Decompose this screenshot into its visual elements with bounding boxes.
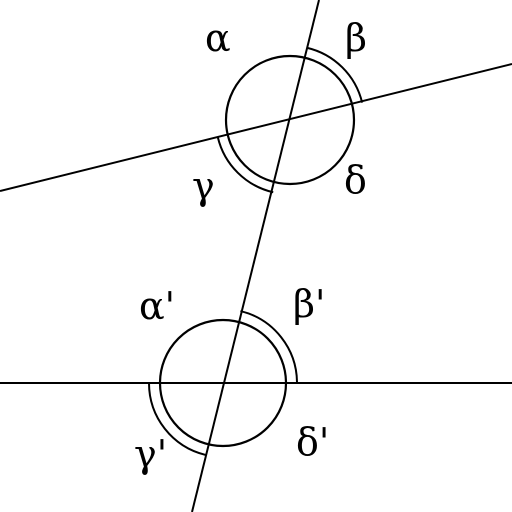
gamma-prime-arc-outer	[148, 382, 206, 456]
beta-label: β	[345, 16, 367, 60]
gamma-label: γ	[192, 164, 215, 208]
alpha-prime-label: α'	[139, 284, 175, 328]
beta-prime-arc-outer	[240, 310, 298, 384]
alpha-label: α	[205, 16, 231, 60]
beta-arc-outer	[306, 46, 364, 103]
delta-label: δ	[344, 158, 367, 202]
lower-angle-circle	[158, 318, 288, 448]
beta-prime-label: β'	[293, 282, 325, 326]
gamma-prime-label: γ'	[134, 432, 167, 476]
upper-sloped-line	[0, 63, 512, 192]
gamma-arc-outer	[216, 137, 274, 194]
delta-prime-label: δ'	[296, 420, 329, 464]
transversal-line	[191, 0, 320, 512]
upper-angle-circle	[224, 54, 356, 186]
